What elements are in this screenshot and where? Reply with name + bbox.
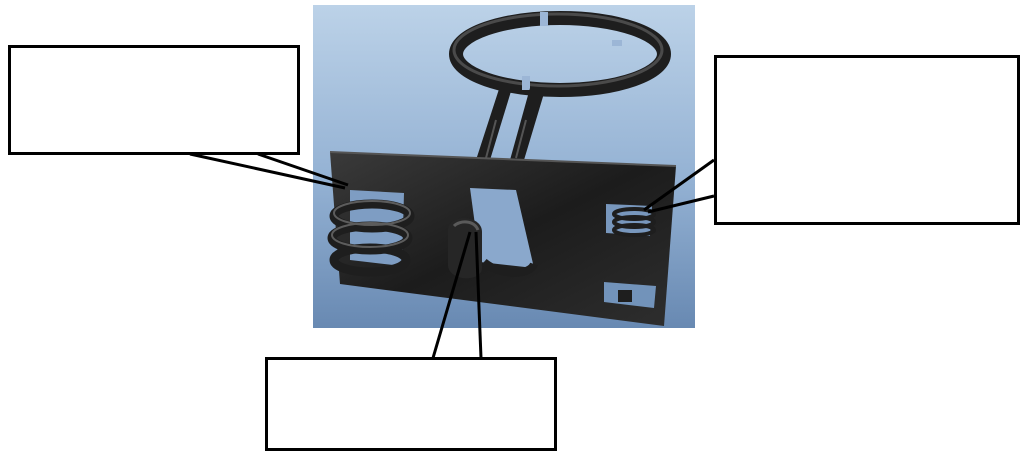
ring-loop bbox=[449, 11, 671, 97]
label-box-bottom bbox=[265, 357, 557, 451]
strap-arms bbox=[476, 86, 545, 160]
label-box-top-left bbox=[8, 45, 300, 155]
small-coil-spring bbox=[612, 207, 656, 237]
label-box-right bbox=[714, 55, 1020, 225]
leader-lines bbox=[189, 152, 715, 359]
coil-spring bbox=[327, 199, 415, 277]
